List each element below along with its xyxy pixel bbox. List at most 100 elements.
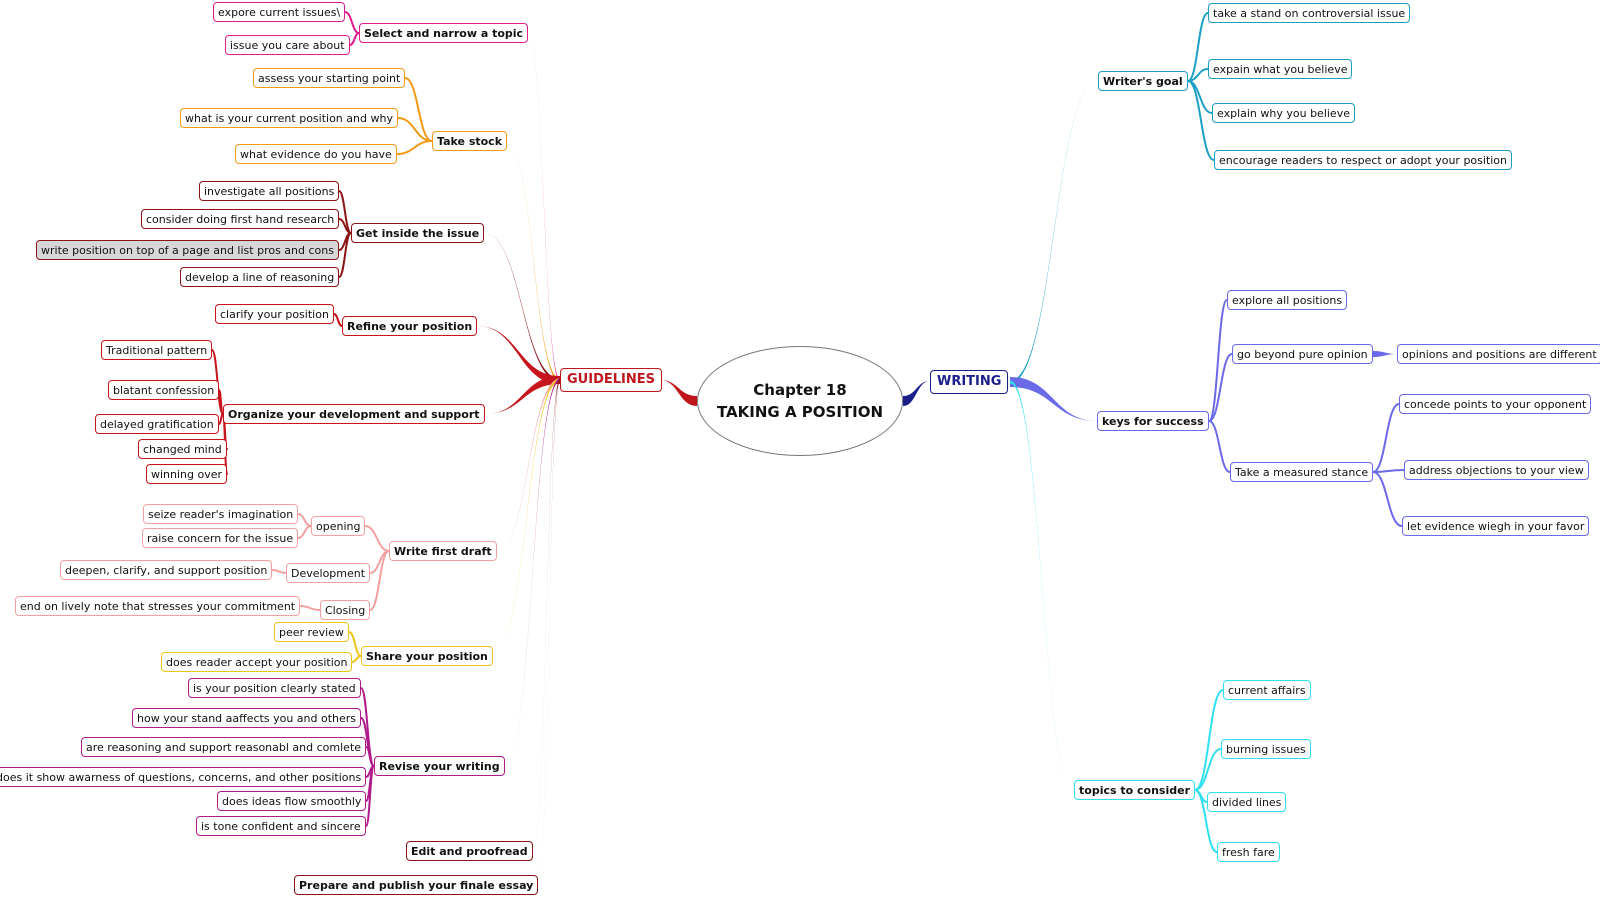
link-clarify-your-position: [333, 313, 343, 327]
leaf-encourage-readers-to-respect-or-adopt-yo[interactable]: encourage readers to respect or adopt yo…: [1214, 150, 1513, 170]
link-fresh-fare: [1194, 789, 1218, 853]
leaf-investigate-all-positions[interactable]: investigate all positions: [199, 181, 340, 201]
branch-prepare-and-publish-your-finale-essay[interactable]: Prepare and publish your finale essay: [294, 875, 539, 895]
branch-share-your-position[interactable]: Share your position: [361, 646, 493, 666]
link-end-on-lively-note-that-stresses-your-co: [299, 605, 321, 611]
branch-writer-s-goal[interactable]: Writer's goal: [1098, 71, 1188, 91]
leaf-what-evidence-do-you-have[interactable]: what evidence do you have: [235, 144, 397, 164]
leaf-does-it-show-awarness-of-questions-conce[interactable]: does it show awarness of questions, conc…: [0, 767, 367, 787]
link-does-reader-accept-your-position: [351, 655, 362, 663]
branch-topics-to-consider[interactable]: topics to consider: [1074, 780, 1195, 800]
central-topic[interactable]: Chapter 18 TAKING A POSITION: [697, 346, 903, 456]
guidelines-node[interactable]: GUIDELINES: [560, 368, 662, 392]
link-guidelines-organize-your-development-and-support: [485, 376, 560, 414]
link-opening: [364, 525, 390, 552]
link-encourage-readers-to-respect-or-adopt-yo: [1187, 80, 1215, 161]
leaf-consider-doing-first-hand-research[interactable]: consider doing first hand research: [141, 209, 340, 229]
link-take-a-measured-stance: [1208, 420, 1231, 473]
center-to-guidelines-link: [660, 380, 697, 406]
writing-node[interactable]: WRITING: [930, 370, 1009, 394]
center-to-writing-link: [903, 381, 930, 406]
branch-write-first-draft[interactable]: Write first draft: [389, 541, 497, 561]
sub-closing[interactable]: Closing: [320, 600, 371, 620]
link-writing-keys-for-success: [1010, 377, 1097, 421]
link-deepen-clarify-and-support-position: [271, 569, 287, 574]
leaf-burning-issues[interactable]: burning issues: [1221, 739, 1311, 759]
branch-organize-your-development-and-support[interactable]: Organize your development and support: [223, 404, 485, 424]
branch-get-inside-the-issue[interactable]: Get inside the issue: [351, 223, 485, 243]
leaf-is-your-position-clearly-stated[interactable]: is your position clearly stated: [188, 678, 361, 698]
link-let-evidence-wiegh-in-your-favor: [1372, 471, 1403, 527]
branch-take-stock[interactable]: Take stock: [432, 131, 508, 151]
link-current-affairs: [1194, 689, 1224, 791]
leaf-what-is-your-current-position-and-why[interactable]: what is your current position and why: [180, 108, 398, 128]
leaf-issue-you-care-about[interactable]: issue you care about: [225, 35, 350, 55]
leaf-go-beyond-pure-opinion[interactable]: go beyond pure opinion: [1232, 344, 1373, 364]
leaf-are-reasoning-and-support-reasonabl-and-[interactable]: are reasoning and support reasonabl and …: [81, 737, 367, 757]
leaf-take-a-stand-on-controversial-issue[interactable]: take a stand on controversial issue: [1208, 3, 1411, 23]
leaf-does-reader-accept-your-position[interactable]: does reader accept your position: [161, 652, 353, 672]
branch-edit-and-proofread[interactable]: Edit and proofread: [406, 841, 533, 861]
branch-keys-for-success[interactable]: keys for success: [1097, 411, 1209, 431]
leaf-assess-your-starting-point[interactable]: assess your starting point: [253, 68, 406, 88]
leaf-deepen-clarify-and-support-position[interactable]: deepen, clarify, and support position: [60, 560, 273, 580]
leaf-explore-all-positions[interactable]: explore all positions: [1227, 290, 1348, 310]
leaf-changed-mind[interactable]: changed mind: [138, 439, 227, 459]
central-topic-line1: Chapter 18: [753, 381, 847, 399]
leaf-is-tone-confident-and-sincere[interactable]: is tone confident and sincere: [196, 816, 366, 836]
link-guidelines-write-first-draft: [497, 378, 560, 551]
leaf-concede-points-to-your-opponent[interactable]: concede points to your opponent: [1399, 394, 1592, 414]
leaf-how-your-stand-aaffects-you-and-others[interactable]: how your stand aaffects you and others: [132, 708, 362, 728]
leaf-delayed-gratification[interactable]: delayed gratification: [95, 414, 219, 434]
leaf-let-evidence-wiegh-in-your-favor[interactable]: let evidence wiegh in your favor: [1402, 516, 1590, 536]
leaf-end-on-lively-note-that-stresses-your-co[interactable]: end on lively note that stresses your co…: [15, 596, 301, 616]
leaf-divided-lines[interactable]: divided lines: [1207, 792, 1287, 812]
leaf-write-position-on-top-of-a-page-and-list[interactable]: write position on top of a page and list…: [36, 240, 339, 260]
link-opinions-and-positions-are-different: [1373, 351, 1397, 357]
branch-select-and-narrow-a-topic[interactable]: Select and narrow a topic: [359, 23, 529, 43]
leaf-traditional-pattern[interactable]: Traditional pattern: [101, 340, 213, 360]
link-what-evidence-do-you-have: [396, 140, 433, 155]
link-is-tone-confident-and-sincere: [365, 765, 375, 827]
link-explain-why-you-believe: [1187, 80, 1213, 114]
leaf-raise-concern-for-the-issue[interactable]: raise concern for the issue: [142, 528, 299, 548]
leaf-take-a-measured-stance[interactable]: Take a measured stance: [1230, 462, 1374, 482]
leaf-opinions-and-positions-are-different[interactable]: opinions and positions are different: [1397, 344, 1600, 364]
leaf-fresh-fare[interactable]: fresh fare: [1217, 842, 1280, 862]
link-issue-you-care-about: [349, 32, 360, 46]
leaf-seize-reader-s-imagination[interactable]: seize reader's imagination: [143, 504, 299, 524]
central-topic-line2: TAKING A POSITION: [716, 403, 884, 421]
sub-opening[interactable]: opening: [311, 516, 366, 536]
link-raise-concern-for-the-issue: [297, 525, 312, 539]
link-address-objections-to-your-view: [1372, 469, 1405, 473]
leaf-winning-over[interactable]: winning over: [146, 464, 228, 484]
link-take-a-stand-on-controversial-issue: [1187, 12, 1209, 82]
sub-development[interactable]: Development: [286, 563, 371, 583]
link-expore-current-issues: [344, 11, 360, 34]
link-seize-reader-s-imagination: [297, 513, 312, 527]
link-develop-a-line-of-reasoning: [338, 232, 352, 278]
link-guidelines-share-your-position: [493, 378, 560, 656]
leaf-expore-current-issues[interactable]: expore current issues\: [213, 2, 346, 22]
link-guidelines-take-stock: [507, 141, 560, 382]
leaf-develop-a-line-of-reasoning[interactable]: develop a line of reasoning: [180, 267, 340, 287]
leaf-clarify-your-position[interactable]: clarify your position: [215, 304, 334, 324]
link-guidelines-select-and-narrow-a-topic: [528, 33, 560, 382]
link-assess-your-starting-point: [404, 77, 433, 142]
leaf-blatant-confession[interactable]: blatant confession: [108, 380, 220, 400]
link-guidelines-refine-your-position: [477, 326, 560, 384]
branch-refine-your-position[interactable]: Refine your position: [342, 316, 478, 336]
leaf-peer-review[interactable]: peer review: [274, 622, 349, 642]
branch-revise-your-writing[interactable]: Revise your writing: [374, 756, 505, 776]
leaf-expain-what-you-believe[interactable]: expain what you believe: [1208, 59, 1353, 79]
leaf-explain-why-you-believe[interactable]: explain why you believe: [1212, 103, 1355, 123]
leaf-current-affairs[interactable]: current affairs: [1223, 680, 1311, 700]
link-guidelines-edit-and-proofread: [533, 378, 560, 851]
leaf-address-objections-to-your-view[interactable]: address objections to your view: [1404, 460, 1589, 480]
leaf-does-ideas-flow-smoothly[interactable]: does ideas flow smoothly: [217, 791, 367, 811]
link-writing-writer-s-goal: [1010, 81, 1098, 384]
link-guidelines-get-inside-the-issue: [484, 233, 560, 382]
link-guidelines-prepare-and-publish-your-finale-essay: [538, 378, 560, 885]
